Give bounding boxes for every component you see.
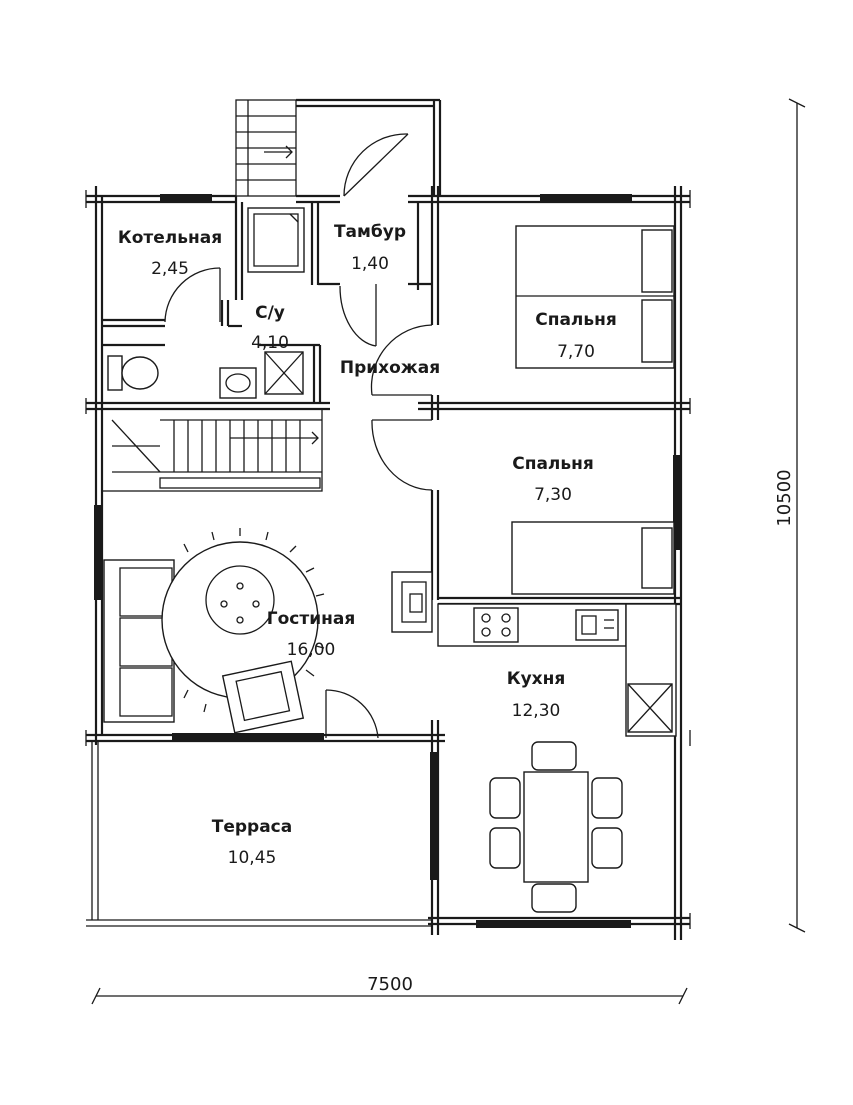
entry-block	[234, 98, 442, 347]
room-name-bedroom-2: Спальня	[512, 454, 594, 474]
living-room	[94, 505, 433, 741]
dimension-height-label: 10500	[774, 469, 795, 526]
room-name-bedroom-1: Спальня	[535, 310, 617, 330]
room-name-kitchen: Кухня	[507, 669, 566, 689]
room-name-boiler: Котельная	[118, 228, 222, 248]
wc	[102, 207, 322, 403]
room-area-living: 16,00	[287, 640, 336, 660]
room-name-living: Гостиная	[267, 609, 356, 629]
room-labels: Котельная 2,45 Тамбур 1,40 С/у 4,10 Прих…	[118, 222, 617, 868]
room-area-kitchen: 12,30	[512, 701, 561, 721]
terrace	[86, 741, 438, 927]
room-area-wc: 4,10	[251, 333, 289, 353]
room-area-vestibule: 1,40	[351, 254, 389, 274]
room-name-wc: С/у	[255, 303, 285, 323]
bedroom-1	[515, 194, 675, 369]
room-area-terrace: 10,45	[228, 848, 277, 868]
room-area-boiler: 2,45	[151, 259, 189, 279]
dimension-width: 7500	[91, 974, 688, 1005]
boiler-room	[102, 194, 230, 328]
hall-doors	[370, 324, 433, 491]
room-area-bedroom-2: 7,30	[534, 485, 572, 505]
bedroom-2	[511, 455, 681, 595]
kitchen	[437, 603, 677, 928]
room-area-bedroom-1: 7,70	[557, 342, 595, 362]
room-name-vestibule: Тамбур	[334, 222, 406, 242]
dimension-width-label: 7500	[367, 974, 413, 995]
room-name-terrace: Терраса	[212, 817, 292, 837]
room-name-hall: Прихожая	[340, 358, 440, 378]
staircase	[101, 408, 323, 492]
dimension-height: 10500	[774, 98, 806, 933]
